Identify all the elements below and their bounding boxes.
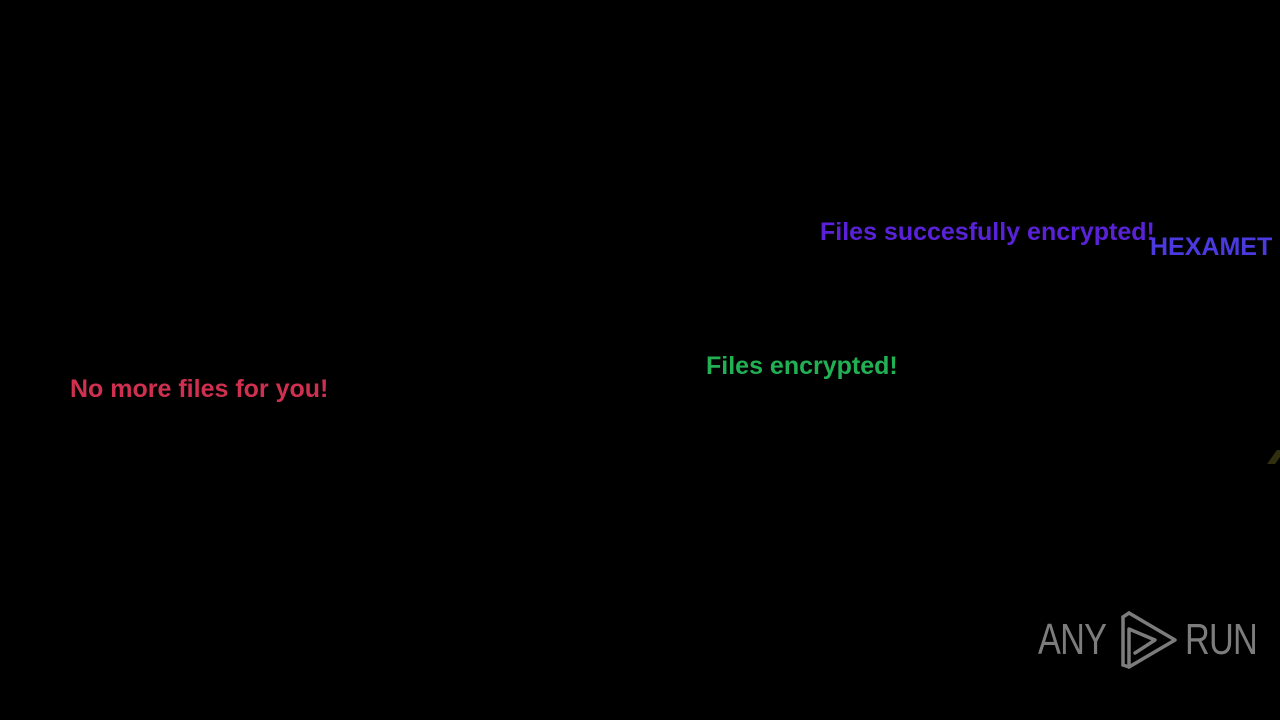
play-triangle-logo-icon	[1115, 609, 1181, 671]
message-files-encrypted: Files encrypted!	[706, 352, 898, 380]
message-files-successfully-encrypted: Files succesfully encrypted!	[820, 218, 1155, 246]
watermark-any-text: ANY	[1038, 615, 1107, 664]
message-hexamet: HEXAMET	[1150, 233, 1273, 261]
message-no-more-files: No more files for you!	[70, 375, 329, 403]
offscreen-text-fragment	[1267, 450, 1280, 464]
watermark-run-text: RUN	[1185, 615, 1258, 664]
anyrun-watermark: ANY RUN	[1038, 608, 1278, 672]
